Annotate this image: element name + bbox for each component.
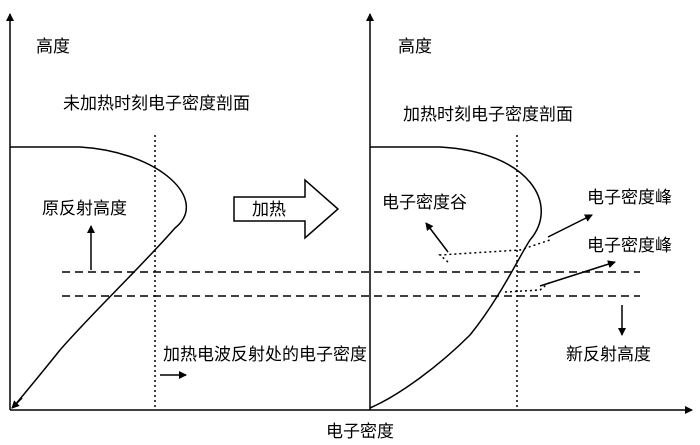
density-valley-label: 电子密度谷: [382, 193, 467, 213]
left-height-label: 高度: [36, 37, 70, 57]
x-axis-label: 电子密度: [326, 422, 394, 442]
heating-arrow-shape: [233, 178, 340, 240]
valley-arrow: [425, 222, 449, 253]
new-reflection-label: 新反射高度: [566, 345, 651, 365]
perturbation-dotted-curve-lower: [504, 281, 551, 293]
density-peak-upper-label: 电子密度峰: [587, 188, 672, 208]
right-density-profile: [369, 146, 542, 409]
heating-label: 加热: [252, 200, 286, 220]
original-reflection-label: 原反射高度: [42, 199, 127, 219]
peak-upper-arrow: [547, 214, 593, 238]
perturbation-dotted-curve: [438, 239, 551, 263]
density-peak-lower-label: 电子密度峰: [587, 236, 672, 256]
left-profile-title: 未加热时刻电子密度剖面: [63, 94, 250, 114]
left-density-profile: [10, 146, 188, 406]
heating-wave-density-label: 加热电波反射处的电子密度: [163, 345, 367, 365]
right-profile-title: 加热时刻电子密度剖面: [403, 105, 573, 125]
left-curve-bottom-arrow: [11, 397, 23, 409]
peak-lower-arrow: [539, 260, 616, 287]
right-height-label: 高度: [398, 37, 432, 57]
